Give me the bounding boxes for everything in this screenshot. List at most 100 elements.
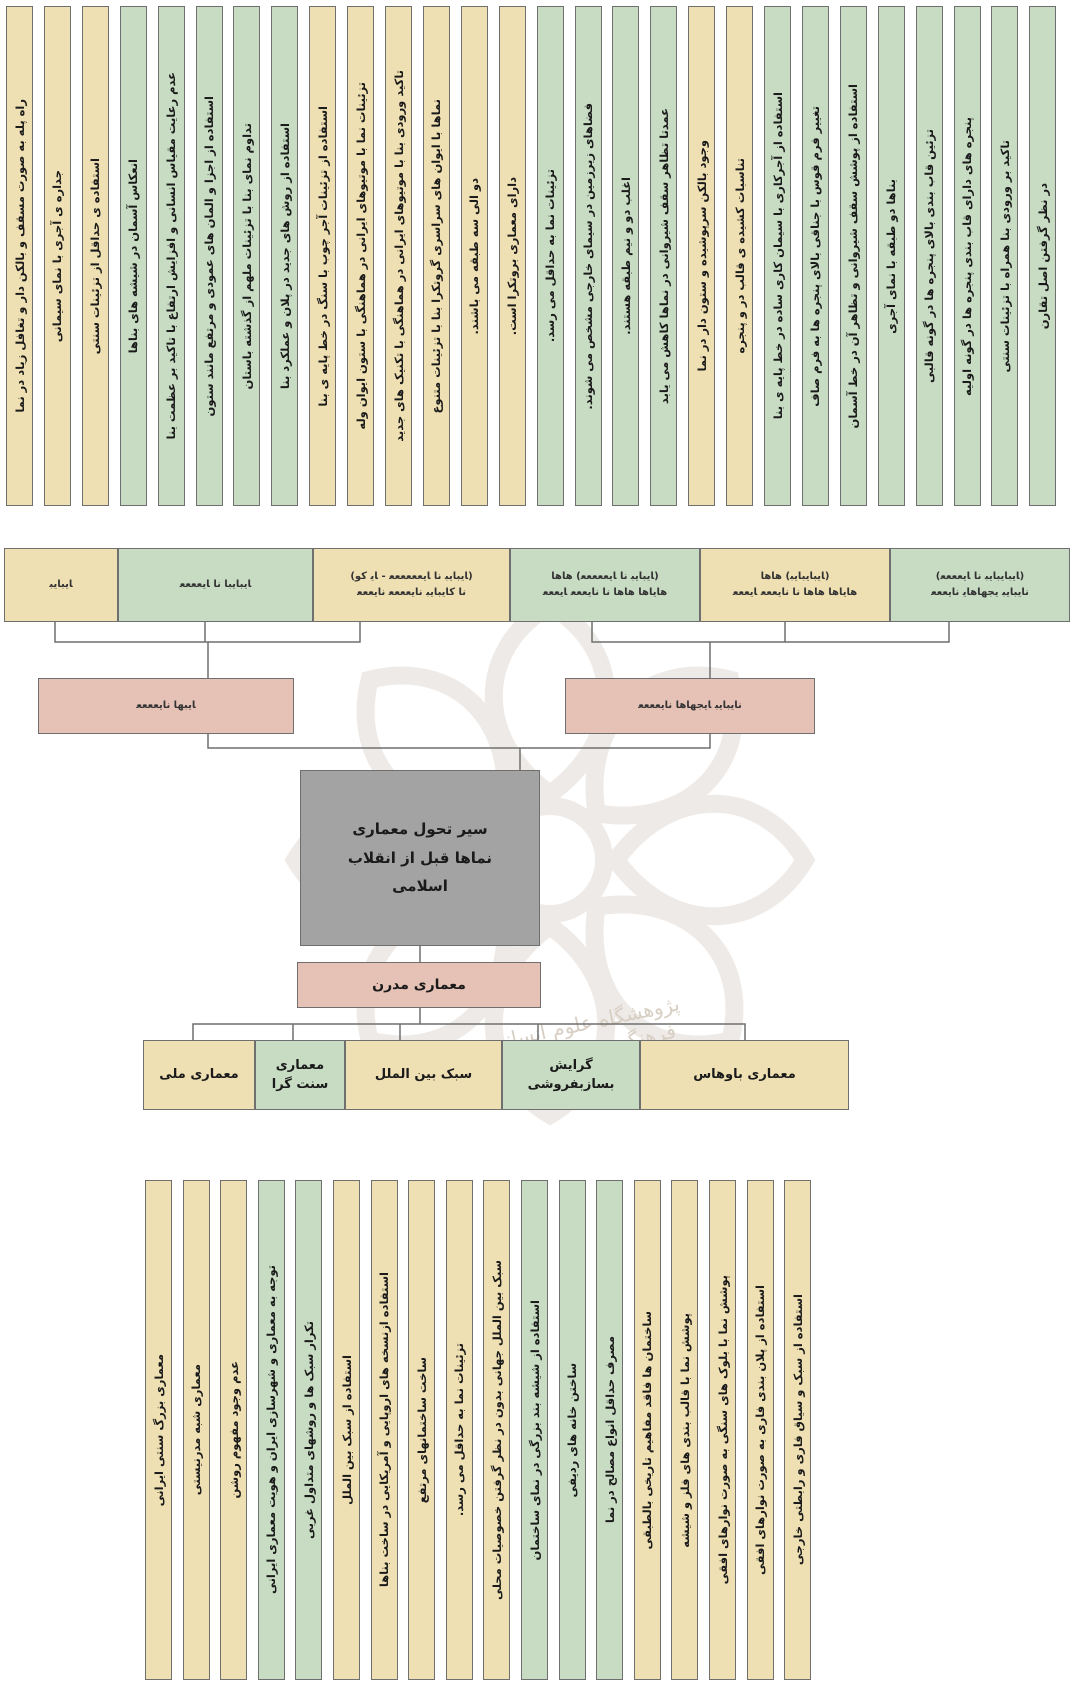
top-column-6: استفاده از پوشش سقف شیروانی و تظاهر آن د…	[839, 6, 867, 506]
bottom-column-text: استفاده از سبک بین الملل	[339, 1355, 354, 1505]
center-title-box: سیر تحول معماری نماها قبل از انقلاب اسلا…	[300, 770, 540, 946]
bottom-column-text: عدم وجود مفهوم روشن	[226, 1361, 241, 1499]
bottom-column-text: توجه به معماری و شهرسازی ایران و هویت مع…	[264, 1265, 279, 1595]
top-column-4: تزئین قاب بندی بالای پنجره ها در گونه قا…	[915, 6, 943, 506]
top-column-text: تزئینات نما به حداقل می رسد.	[543, 169, 558, 343]
bottom-column-text: پوشش نما با قالب بندی های فلز و شیشه	[677, 1312, 692, 1548]
top-column-12: اغلب دو و نیم طبقه هستند.	[612, 6, 640, 506]
top-column-text: جداره ی آجری با نمای سیمانی	[50, 169, 65, 343]
bottom-column-text: پوشش نما با بلوک های سنگی به صورت نوارها…	[715, 1275, 730, 1585]
bottom-column-text: سبک بین الملل جهانی بدون در نظر گرفتن خص…	[489, 1259, 504, 1601]
level2-box-left: ﺎﻳﺒﻬﺎ ﻧﺎﻳﻌﻌﻌﻌ	[38, 678, 294, 734]
top-column-24: عدم رعایت مقیاس انسانی و افزایش ارتفاع ب…	[157, 6, 185, 506]
bottom-column-text: تکرار سبک ها و روشهای متداول غربی	[301, 1321, 316, 1539]
top-column-26: استفاده ی حداقل از تزئینات سنتی	[81, 6, 109, 506]
bottom-column-15: توجه به معماری و شهرسازی ایران و هویت مع…	[257, 1180, 285, 1680]
bottom-column-text: ساختن خانه های ردیفی	[565, 1362, 580, 1498]
bottom-column-14: تکرار سبک ها و روشهای متداول غربی	[295, 1180, 323, 1680]
bottom-column-text: استفاده از پلان بندی فاری به صورت نوارها…	[753, 1285, 768, 1575]
bottom-column-text: استفاده از شیشه بند بزرگی در نمای ساختما…	[527, 1299, 542, 1561]
top-column-8: استفاده از آجرکاری با سیمان کاری ساده در…	[764, 6, 791, 506]
top-column-2: تاکید بر ورودی بنا همراه با تزئینات سنتی	[991, 6, 1019, 506]
top-column-14: تزئینات نما به حداقل می رسد.	[536, 6, 564, 506]
modern-architecture-box: معماری مدرن	[297, 962, 541, 1008]
top-column-28: راه پله به صورت مسقف و بالکن دار و تغافل…	[6, 6, 33, 506]
top-column-text: انعکاس آسمان در شیشه های بناها	[126, 158, 141, 354]
top-column-text: عمدتا تظاهر سقف شیروانی در نماها کاهش می…	[656, 107, 671, 405]
bottom-column-text: استفاده ازنسخه های اروپایی و آمریکایی در…	[377, 1272, 392, 1588]
top-column-text: تزئین قاب بندی بالای پنجره ها در گونه قا…	[922, 129, 937, 383]
top-column-1: در نظر گرفتن اصل تقارن	[1029, 6, 1057, 506]
top-column-15: دارای معماری بروتکرا است.	[498, 6, 526, 506]
top-column-text: راه پله به صورت مسقف و بالکن دار و تغافل…	[12, 99, 27, 413]
top-column-text: استفاده از اجزا و المان های عمودی و مرتف…	[202, 95, 216, 417]
bottom-column-2: استفاده از پلان بندی فاری به صورت نوارها…	[746, 1180, 774, 1680]
bottom-column-8: استفاده از شیشه بند بزرگی در نمای ساختما…	[521, 1180, 548, 1680]
top-column-16: دو الی سه طبقه می باشند.	[460, 6, 488, 506]
top-column-10: وجود بالکن سرپوشیده و ستون دار در نما	[688, 6, 716, 506]
top-column-text: تاکید بر ورودی بنا همراه با تزئینات سنتی	[997, 139, 1012, 373]
level2-box-right: ﻧﺎﻳﺒﺎﻳﺒ ﺎﻳﺠﻬﺎﻫﺎ ﻧﺎﻳﻌﻌﻌﻌ	[565, 678, 815, 734]
bottom-column-text: استفاده از سبک و سیاق فاری و رابطتی خارج…	[790, 1294, 805, 1566]
top-column-text: استفاده از روش های جدید در پلان و عملکرد…	[277, 122, 292, 390]
top-column-text: عدم رعایت مقیاس انسانی و افزایش ارتفاع ب…	[164, 72, 179, 440]
bottom-box-bauhaus: معماری باوهاس	[640, 1040, 849, 1110]
top-column-19: تزئینات نما با موتیوهای ایرانی در هماهنگ…	[347, 6, 375, 506]
top-column-27: جداره ی آجری با نمای سیمانی	[43, 6, 71, 506]
top-column-text: اغلب دو و نیم طبقه هستند.	[618, 177, 633, 335]
bottom-column-13: استفاده از سبک بین الملل	[333, 1180, 360, 1680]
bottom-column-5: ساختمان ها فاقد مفاهیم تاریخی بالطبقی	[633, 1180, 661, 1680]
top-column-text: استفاده از آجرکاری با سیمان کاری ساده در…	[770, 92, 785, 420]
mid-box-4: (ﺎﻳﺒﺎﻳﺒ ﻧﺎ ﺎﻳﻌﻌﻌﻌﻌﻌ - ﺎﻳ ﻛﻮ)ﻧﺎ ﻛﺎﻳﺒﺎﻳﺒ ﻧ…	[313, 548, 510, 622]
top-column-3: پنجره های دارای قاب بندی پنجره ها در گون…	[953, 6, 981, 506]
bottom-column-12: استفاده ازنسخه های اروپایی و آمریکایی در…	[370, 1180, 398, 1680]
top-column-text: پنجره های دارای قاب بندی پنجره ها در گون…	[960, 116, 974, 396]
top-column-22: تداوم نمای بنا با تزئینات ملهم از گذشته …	[233, 6, 261, 506]
mid-box-1: (ﺎﻳﺒﺎﻳﺒﺎﻳﺒ ﻧﺎ ﺎﻳﻌﻌﻌﻌ)ﻧﺎﻳﺒﺎﻳﺒ ﻳﺠﻬﺎﻫﺎﻳ ﻧﺎﻳ…	[890, 548, 1070, 622]
top-column-text: تداوم نمای بنا با تزئینات ملهم از گذشته …	[239, 122, 254, 390]
top-column-text: استفاده از پوشش سقف شیروانی و تظاهر آن د…	[846, 83, 861, 429]
bottom-column-text: ساختمان ها فاقد مفاهیم تاریخی بالطبقی	[640, 1310, 655, 1550]
bottom-column-4: پوشش نما با قالب بندی های فلز و شیشه	[671, 1180, 699, 1680]
top-column-5: بناها دو طبقه با نمای آجری	[877, 6, 905, 506]
top-column-21: استفاده از روش های جدید در پلان و عملکرد…	[271, 6, 299, 506]
top-column-text: در نظر گرفتن اصل تقارن	[1035, 182, 1050, 330]
bottom-column-10: تزئینات نما به حداقل می رسد.	[445, 1180, 473, 1680]
mid-box-5: ﺎﻳﺒﺎﻳﺒﺎ ﻧﺎ ﺎﻳﻌﻌﻌﻌ	[118, 548, 313, 622]
bottom-column-3: پوشش نما با بلوک های سنگی به صورت نوارها…	[709, 1180, 736, 1680]
top-column-18: تاکید ورودی بنا با موتیوهای ایرانی در هم…	[385, 6, 412, 506]
top-column-25: انعکاس آسمان در شیشه های بناها	[119, 6, 147, 506]
bottom-column-16: عدم وجود مفهوم روشن	[220, 1180, 248, 1680]
bottom-column-9: سبک بین الملل جهانی بدون در نظر گرفتن خص…	[483, 1180, 511, 1680]
top-column-9: تناسبات کشیده ی قالب در و پنجره	[726, 6, 754, 506]
top-column-text: تزئینات نما با موتیوهای ایرانی در هماهنگ…	[353, 82, 368, 430]
bottom-box-speculative: گرایش بسازبفروشی	[502, 1040, 640, 1110]
top-column-text: نماها با ایوان های سراسری گروتکرا بنا با…	[429, 98, 444, 414]
mid-box-6: ﺎﻳﺒﺎﻳﺒ	[4, 548, 118, 622]
bottom-column-18: معماری بزرگ سنتی ایرانی	[145, 1180, 172, 1680]
top-column-text: فضاهای زیرزمین در سیمای خارجی مشخص می شو…	[581, 102, 595, 410]
bottom-column-6: مصرف حداقل انواع مصالح در نما	[596, 1180, 624, 1680]
bottom-column-1: استفاده از سبک و سیاق فاری و رابطتی خارج…	[784, 1180, 812, 1680]
bottom-box-international: سبک بین الملل	[345, 1040, 502, 1110]
top-column-text: دارای معماری بروتکرا است.	[505, 176, 520, 336]
bottom-box-national: معماری ملی	[143, 1040, 255, 1110]
bottom-column-text: تزئینات نما به حداقل می رسد.	[452, 1343, 467, 1517]
bottom-column-text: ساخت ساختمانهای مرتفع	[414, 1356, 429, 1504]
bottom-column-7: ساختن خانه های ردیفی	[558, 1180, 586, 1680]
bottom-box-traditionalist: معماری سنت گرا	[255, 1040, 345, 1110]
top-column-text: بناها دو طبقه با نمای آجری	[884, 178, 899, 334]
top-column-text: تاکید ورودی بنا با موتیوهای ایرانی در هم…	[391, 70, 406, 442]
top-column-23: استفاده از اجزا و المان های عمودی و مرتف…	[195, 6, 223, 506]
top-column-text: وجود بالکن سرپوشیده و ستون دار در نما	[694, 140, 709, 372]
bottom-column-17: معماری شبه مدرنیستی	[182, 1180, 210, 1680]
bottom-column-text: مصرف حداقل انواع مصالح در نما	[602, 1336, 617, 1524]
top-column-text: دو الی سه طبقه می باشند.	[467, 177, 482, 335]
bottom-column-text: معماری بزرگ سنتی ایرانی	[151, 1353, 166, 1507]
top-column-7: تغییر فرم قوس با جناقی بالای پنجره ها به…	[801, 6, 829, 506]
top-column-text: تناسبات کشیده ی قالب در و پنجره	[732, 158, 747, 354]
top-column-text: استفاده از تزئینات آجر چوب با سنگ در خط …	[315, 105, 330, 407]
